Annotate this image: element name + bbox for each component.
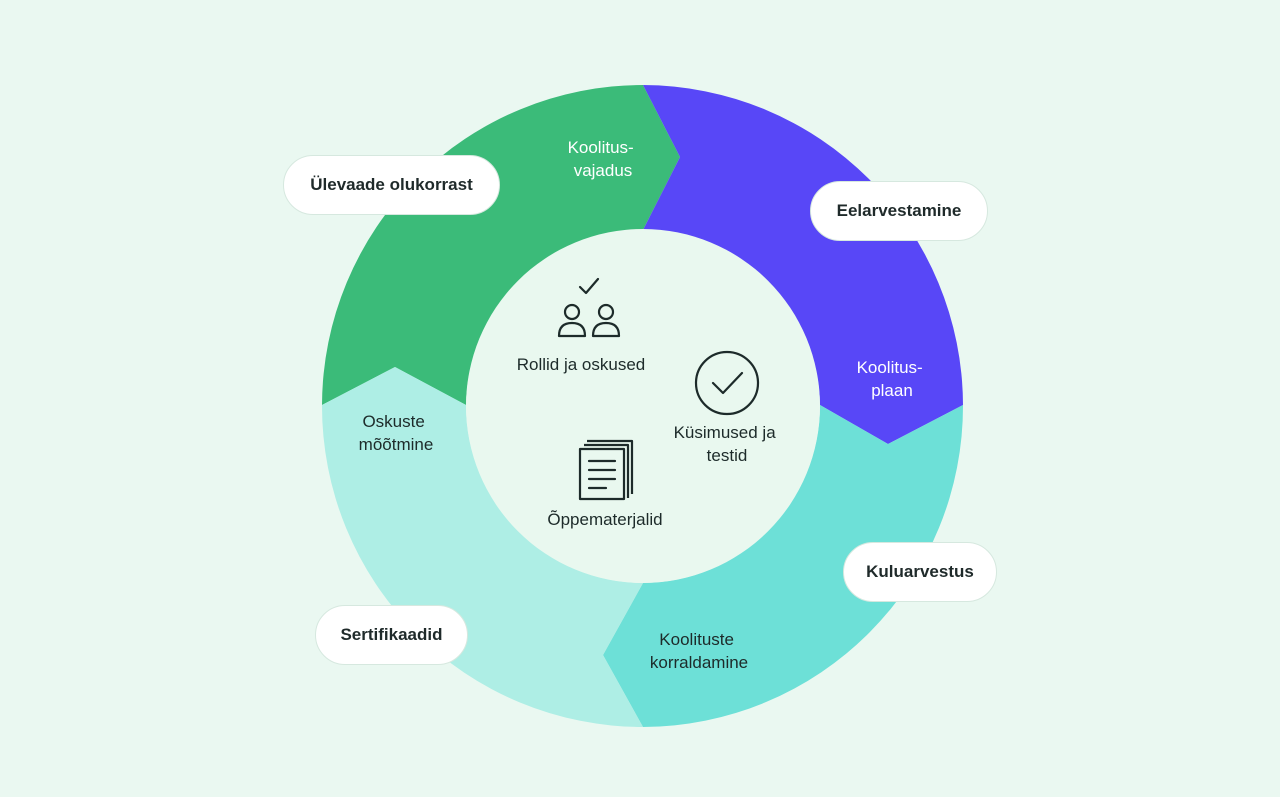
circle-check-icon xyxy=(694,350,760,416)
materials-label: Õppematerjalid xyxy=(547,510,662,529)
segment-label-training-plan: Koolitus- plaan xyxy=(857,358,928,400)
segment-label-training-need: Koolitus- vajadus xyxy=(568,138,639,180)
center-disk xyxy=(466,229,820,583)
segment-training-need xyxy=(322,85,680,405)
pill-budgeting: Eelarvestamine xyxy=(810,181,988,241)
segment-training-plan xyxy=(643,85,963,444)
segment-skill-measurement xyxy=(321,367,643,728)
segment-training-organization xyxy=(603,405,964,727)
pill-certificates: Sertifikaadid xyxy=(315,605,468,665)
tests-label: Küsimused ja testid xyxy=(674,423,781,465)
pill-cost-accounting: Kuluarvestus xyxy=(843,542,997,602)
segment-label-training-organization: Koolituste korraldamine xyxy=(650,630,748,672)
roles-label: Rollid ja oskused xyxy=(517,355,646,374)
people-check-icon xyxy=(557,277,621,338)
pill-situation-overview: Ülevaade olukorrast xyxy=(283,155,500,215)
documents-icon xyxy=(578,439,634,501)
segment-label-skill-measurement: Oskuste mõõtmine xyxy=(359,412,434,454)
